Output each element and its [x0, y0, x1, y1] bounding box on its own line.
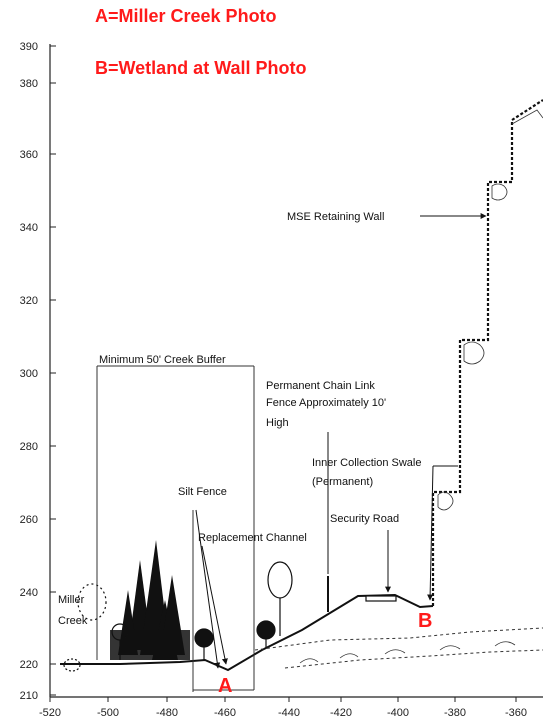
- x-tick-minus-480: -480: [156, 707, 178, 719]
- y-tick-320: 320: [20, 295, 38, 307]
- channel-width-dimension: [192, 510, 254, 692]
- y-tick-labels: 390 380 360 340 320 300 280 260 240 220 …: [20, 41, 38, 702]
- label-miller-line-2: Creek: [58, 615, 88, 627]
- shrubs: [63, 561, 293, 672]
- leader-lines: [195, 213, 487, 669]
- x-tick-marks: [49, 697, 517, 702]
- subgrade-layer: [254, 627, 543, 669]
- legend-miller-creek-photo: A=Miller Creek Photo: [95, 6, 277, 26]
- x-tick-minus-420: -420: [330, 707, 352, 719]
- label-silt-fence: Silt Fence: [178, 486, 227, 498]
- security-road-slab: [365, 595, 397, 602]
- ground-profile: [60, 593, 434, 672]
- y-tick-280: 280: [20, 441, 38, 453]
- y-tick-210: 210: [20, 690, 38, 702]
- label-swale-line-2: (Permanent): [312, 476, 373, 488]
- x-tick-minus-500: -500: [97, 707, 119, 719]
- mse-retaining-wall: [431, 99, 543, 606]
- y-tick-380: 380: [20, 78, 38, 90]
- y-tick-360: 360: [20, 149, 38, 161]
- x-tick-minus-380: -380: [444, 707, 466, 719]
- wall-backfill-texture: [437, 109, 543, 511]
- y-tick-260: 260: [20, 514, 38, 526]
- label-minimum-creek-buffer: Minimum 50' Creek Buffer: [99, 354, 226, 366]
- label-mse-retaining-wall: MSE Retaining Wall: [287, 211, 384, 223]
- annotation-labels: MSE Retaining Wall Minimum 50' Creek Buf…: [58, 211, 421, 627]
- x-tick-minus-400: -400: [387, 707, 409, 719]
- creek-buffer-bracket: [96, 365, 255, 690]
- label-fence-line-3: High: [266, 417, 289, 429]
- label-fence-line-1: Permanent Chain Link: [266, 380, 375, 392]
- y-tick-marks: [50, 45, 56, 696]
- marker-b: B: [418, 610, 432, 632]
- label-miller-line-1: Miller: [58, 594, 85, 606]
- label-replacement-channel: Replacement Channel: [198, 532, 307, 544]
- x-tick-minus-520: -520: [39, 707, 61, 719]
- y-tick-340: 340: [20, 222, 38, 234]
- y-tick-390: 390: [20, 41, 38, 53]
- label-fence-line-2: Fence Approximately 10': [266, 397, 386, 409]
- y-tick-240: 240: [20, 587, 38, 599]
- x-tick-minus-460: -460: [214, 707, 236, 719]
- x-tick-labels: -520 -500 -480 -460 -440 -420 -400 -380 …: [39, 707, 527, 719]
- label-security-road: Security Road: [330, 513, 399, 525]
- photo-markers: A B: [218, 610, 432, 697]
- conifer-trees: [110, 540, 190, 660]
- y-tick-220: 220: [20, 659, 38, 671]
- x-tick-minus-440: -440: [278, 707, 300, 719]
- marker-a: A: [218, 675, 232, 697]
- legend-wetland-at-wall-photo: B=Wetland at Wall Photo: [95, 58, 307, 78]
- x-tick-minus-360: -360: [505, 707, 527, 719]
- label-swale-line-1: Inner Collection Swale: [312, 457, 421, 469]
- y-tick-300: 300: [20, 368, 38, 380]
